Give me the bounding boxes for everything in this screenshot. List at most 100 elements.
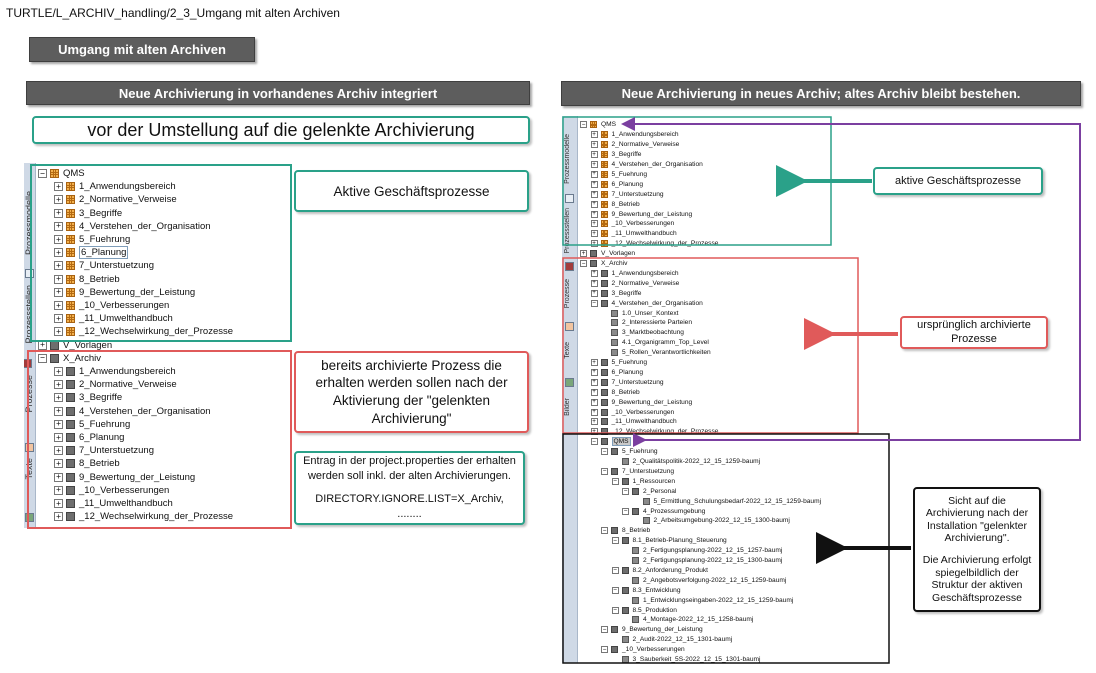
tree-node[interactable]: −7_Unterstuetzung [601, 467, 674, 477]
tree-node[interactable]: 2_Interessierte Parteien [601, 318, 692, 328]
tree-node[interactable]: +2_Normative_Verweise [590, 278, 679, 288]
tree-node[interactable]: +7_Unterstuetzung [590, 377, 664, 387]
side-tab-prozessmodelle[interactable]: Prozessmodelle [24, 191, 34, 256]
expand-icon[interactable]: + [54, 380, 63, 390]
expand-icon[interactable]: + [54, 433, 63, 443]
tree-node[interactable]: +7_Unterstuetzung [590, 189, 664, 199]
expand-icon[interactable]: + [590, 368, 598, 376]
tree-node[interactable]: +_11_Umwelthandbuch [590, 229, 677, 239]
expand-icon[interactable]: + [54, 261, 63, 271]
tree-node[interactable]: 2_Audit-2022_12_15_1301-baumj [612, 635, 732, 645]
expand-icon[interactable]: + [54, 485, 63, 495]
tree-node[interactable]: 3_Sauberkeit_5S-2022_12_15_1301-baumj [612, 655, 760, 663]
collapse-icon[interactable]: − [580, 120, 587, 129]
tree-node[interactable]: +5_Fuehrung [590, 170, 647, 180]
tree-node[interactable]: +_11_Umwelthandbuch [54, 497, 173, 510]
tree-node[interactable]: −1_Ressourcen [611, 476, 675, 486]
expand-icon[interactable]: + [54, 512, 63, 522]
tree-node[interactable]: +1_Anwendungsbereich [54, 365, 176, 378]
tree-node[interactable]: +5_Fuehrung [54, 233, 130, 246]
collapse-icon[interactable]: − [601, 467, 608, 475]
tree-node[interactable]: −4_Prozessumgebung [622, 506, 705, 516]
strip-button-icon[interactable] [25, 269, 34, 278]
tree-node[interactable]: +V_Vorlagen [38, 339, 112, 352]
side-tab-bilder[interactable]: Bilder [564, 398, 571, 416]
expand-icon[interactable]: + [54, 248, 63, 258]
tree-node[interactable]: −QMS [590, 437, 631, 447]
tree-node[interactable]: −X_Archiv [38, 352, 101, 365]
tree-node[interactable]: +7_Unterstuetzung [54, 259, 154, 272]
tree-node[interactable]: −5_Fuehrung [601, 447, 658, 457]
tree-node[interactable]: +3_Begriffe [590, 150, 641, 160]
expand-icon[interactable]: + [590, 210, 598, 218]
strip-button-icon[interactable] [565, 322, 574, 331]
tree-node[interactable]: +_12_Wechselwirkung_der_Prozesse [54, 510, 233, 523]
tree-node[interactable]: +2_Normative_Verweise [54, 378, 177, 391]
collapse-icon[interactable]: − [611, 477, 619, 485]
tree-node[interactable]: 2_Fertigungsplanung-2022_12_15_1257-baum… [622, 546, 782, 556]
tree-node[interactable]: +8_Betrieb [54, 273, 120, 286]
collapse-icon[interactable]: − [601, 625, 608, 634]
tree-node[interactable]: +3_Begriffe [54, 207, 122, 220]
expand-icon[interactable]: + [590, 140, 598, 149]
tree-node[interactable]: −8.3_Entwicklung [611, 585, 681, 595]
tree-node[interactable]: +2_Normative_Verweise [54, 193, 177, 206]
tree-node[interactable]: +8_Betrieb [590, 199, 640, 209]
tree-node[interactable]: +4_Verstehen_der_Organisation [54, 220, 211, 233]
collapse-icon[interactable]: − [611, 536, 619, 545]
expand-icon[interactable]: + [54, 419, 63, 429]
collapse-icon[interactable]: − [590, 299, 598, 307]
side-tab-texte[interactable]: Texte [564, 342, 571, 359]
tree-node[interactable]: 2_Arbeitsumgebung-2022_12_15_1300-baumj [633, 516, 790, 526]
tree-node[interactable]: +6_Planung [54, 246, 129, 260]
side-tab-prozessstellen[interactable]: Prozessstellen [24, 285, 34, 344]
collapse-icon[interactable]: − [601, 447, 608, 456]
expand-icon[interactable]: + [54, 327, 63, 337]
expand-icon[interactable]: + [590, 279, 598, 287]
collapse-icon[interactable]: − [611, 606, 619, 614]
tree-node[interactable]: +1_Anwendungsbereich [590, 269, 679, 279]
tree-node[interactable]: +5_Fuehrung [54, 418, 130, 431]
collapse-icon[interactable]: − [622, 507, 629, 515]
tree-node[interactable]: +_11_Umwelthandbuch [54, 312, 173, 325]
tree-node[interactable]: −QMS [38, 167, 85, 180]
tree-node[interactable]: 2_Angebotsverfolgung-2022_12_15_1259-bau… [622, 575, 786, 585]
expand-icon[interactable]: + [54, 287, 63, 297]
strip-button-icon[interactable] [565, 194, 574, 203]
tree-node[interactable]: +_11_Umwelthandbuch [590, 417, 677, 427]
collapse-icon[interactable]: − [601, 526, 608, 535]
expand-icon[interactable]: + [590, 269, 598, 277]
expand-icon[interactable]: + [54, 301, 63, 311]
strip-button-icon[interactable] [565, 378, 574, 387]
expand-icon[interactable]: + [590, 417, 598, 426]
expand-icon[interactable]: + [590, 160, 598, 169]
tree-node[interactable]: +6_Planung [590, 368, 643, 378]
tree-node[interactable]: +4_Verstehen_der_Organisation [54, 405, 211, 418]
collapse-icon[interactable]: − [611, 566, 619, 574]
expand-icon[interactable]: + [54, 472, 63, 482]
expand-icon[interactable]: + [590, 219, 598, 228]
tree-node[interactable]: +6_Planung [590, 179, 643, 189]
expand-icon[interactable]: + [54, 499, 63, 509]
strip-button-icon[interactable] [565, 262, 574, 271]
expand-icon[interactable]: + [590, 130, 598, 139]
collapse-icon[interactable]: − [38, 169, 47, 179]
expand-icon[interactable]: + [590, 190, 598, 198]
expand-icon[interactable]: + [54, 446, 63, 456]
tree-node[interactable]: +6_Planung [54, 431, 124, 444]
tree-node[interactable]: −_10_Verbesserungen [601, 645, 685, 655]
expand-icon[interactable]: + [590, 170, 598, 178]
tree-node[interactable]: 5_Rollen_Verantwortlichkeiten [601, 348, 711, 358]
tree-node[interactable]: +9_Bewertung_der_Leistung [54, 286, 195, 299]
expand-icon[interactable]: + [54, 195, 63, 205]
expand-icon[interactable]: + [590, 388, 598, 396]
expand-icon[interactable]: + [590, 239, 598, 248]
expand-icon[interactable]: + [54, 221, 63, 231]
expand-icon[interactable]: + [590, 408, 598, 416]
tree-node[interactable]: 1.0_Unser_Kontext [601, 308, 678, 318]
tree-node[interactable]: +_10_Verbesserungen [54, 484, 169, 497]
strip-button-icon[interactable] [25, 513, 34, 522]
strip-button-icon[interactable] [25, 443, 34, 452]
expand-icon[interactable]: + [54, 406, 63, 416]
tree-node[interactable]: +1_Anwendungsbereich [54, 180, 176, 193]
